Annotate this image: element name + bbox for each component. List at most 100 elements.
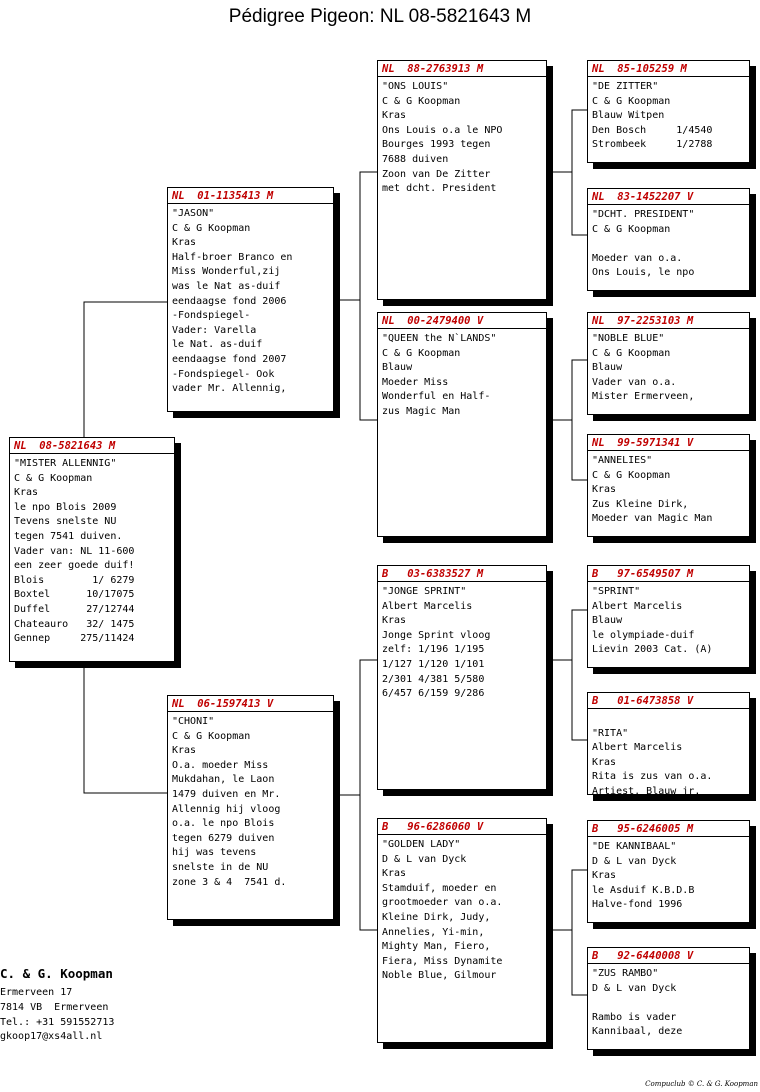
pigeon-info-line: Blois 1/ 6279 [14, 574, 135, 586]
pigeon-info-line: zelf: 1/196 1/195 [382, 644, 485, 656]
pigeon-info-line: "NOBLE BLUE" [592, 333, 665, 344]
connector-ss [547, 109, 587, 236]
pigeon-info-line [592, 996, 745, 1011]
pigeon-card-dd: B 96-6286060 V"GOLDEN LADY"D & L van Dyc… [377, 818, 547, 1043]
pigeon-card-main: NL 08-5821643 M"MISTER ALLENNIG"C & G Ko… [9, 437, 175, 662]
connector-main [83, 301, 167, 794]
pigeon-info-line: Stamduif, moeder en [382, 882, 497, 894]
ring-number: NL 99-5971341 V [588, 437, 749, 451]
pigeon-info-line: Boxtel 10/17075 [14, 589, 135, 601]
pigeon-info-line: C & G Koopman [172, 222, 251, 234]
ring-number: B 92-6440008 V [588, 950, 749, 964]
pigeon-info-line: Kannibaal, deze [592, 1026, 683, 1038]
breeder-email[interactable]: gkoop17@xs4all.nl [0, 1031, 103, 1043]
pigeon-info-line: "JASON" [172, 208, 215, 219]
pigeon-info-line: C & G Koopman [382, 95, 461, 107]
pigeon-info-line: "RITA" [592, 727, 629, 739]
pigeon-info-line: "MISTER ALLENNIG" [14, 458, 117, 469]
pigeon-info-line: -Fondspiegel- Ook [172, 368, 275, 380]
breeder-phone: Tel.: +31 591552713 [0, 1016, 115, 1028]
pigeon-info-line: Ons Louis o.a le NPO [382, 124, 503, 136]
pigeon-info-line: C & G Koopman [592, 469, 671, 481]
footer-credit: Compuclub © C. & G. Koopman [645, 1080, 758, 1088]
connector-dd [547, 869, 587, 996]
page-title: Pédigree Pigeon: NL 08-5821643 M [228, 6, 532, 27]
pigeon-info-line: snelste in de NU [172, 861, 269, 873]
ring-number: NL 97-2253103 M [588, 315, 749, 329]
pigeon-info-line: 7688 duiven [382, 153, 449, 165]
pigeon-info-line: Rita is zus van o.a. [592, 771, 713, 783]
pigeon-info-line: le olympiade-duif [592, 629, 695, 641]
pigeon-info-line: Vader: Varella [172, 324, 257, 336]
pigeon-info-line: C & G Koopman [592, 347, 671, 359]
pigeon-info-line: Kras [172, 237, 197, 249]
pigeon-info-line: 6/457 6/159 9/286 [382, 688, 485, 700]
pigeon-info-line: Allennig hij vloog [172, 803, 281, 815]
pigeon-info-line: Moeder van Magic Man [592, 513, 713, 525]
pigeon-info-line: grootmoeder van o.a. [382, 897, 503, 909]
pigeon-info-line: "JONGE SPRINT" [382, 586, 467, 597]
pigeon-info-line: Kras [592, 756, 617, 768]
ring-number: B 95-6246005 M [588, 823, 749, 837]
pigeon-info-line: Kras [382, 868, 407, 880]
pigeon-info-line: D & L van Dyck [592, 855, 677, 867]
pigeon-card-sd: NL 00-2479400 V"QUEEN the N`LANDS"C & G … [377, 312, 547, 537]
connector-ds [547, 609, 587, 741]
pigeon-info-line: D & L van Dyck [382, 853, 467, 865]
pigeon-info-line: Rambo is vader [592, 1011, 677, 1023]
pigeon-info-line: le Asduif K.B.D.B [592, 884, 695, 896]
pigeon-info-line: Tevens snelste NU [14, 516, 117, 528]
pigeon-info-line: "ZUS RAMBO" [592, 968, 659, 979]
pigeon-info-line: D & L van Dyck [592, 982, 677, 994]
pigeon-info-line: was le Nat as-duif [172, 280, 281, 292]
pigeon-info-line: Albert Marcelis [382, 600, 473, 612]
pigeon-info-line: Kras [172, 745, 197, 757]
pigeon-info-line: "DE KANNIBAAL" [592, 841, 677, 852]
pigeon-info-line: Mukdahan, le Laon [172, 774, 275, 786]
pigeon-info-line: C & G Koopman [172, 730, 251, 742]
ring-number: B 97-6549507 M [588, 568, 749, 582]
pigeon-info-line: Half-broer Branco en [172, 251, 293, 263]
pigeon-info-line: "ANNELIES" [592, 455, 653, 466]
pigeon-info-line: tegen 7541 duiven. [14, 530, 123, 542]
pigeon-info-line: vader Mr. Allennig, [172, 383, 287, 395]
pigeon-info-line: -Fondspiegel- [172, 310, 251, 322]
pigeon-info-line: Gennep 275/11424 [14, 633, 135, 645]
pigeon-info-line [592, 237, 745, 252]
pigeon-info-line [592, 712, 745, 727]
pigeon-card-ssd: NL 83-1452207 V"DCHT. PRESIDENT"C & G Ko… [587, 188, 750, 291]
pigeon-info-line: Wonderful en Half- [382, 391, 491, 403]
pigeon-info-line: eendaagse fond 2006 [172, 295, 287, 307]
pigeon-info-line: tegen 6279 duiven [172, 832, 275, 844]
pigeon-info-line: Moeder Miss [382, 376, 449, 388]
pigeon-info-line: "ONS LOUIS" [382, 81, 449, 92]
pigeon-info-line: Den Bosch 1/4540 [592, 124, 713, 136]
pigeon-info-line: met dcht. President [382, 183, 497, 195]
pigeon-info-line: Ons Louis, le npo [592, 267, 695, 279]
pigeon-info-line: Blauw [592, 362, 623, 374]
pigeon-info-line: Blauw [592, 615, 623, 627]
ring-number: NL 83-1452207 V [588, 191, 749, 205]
pigeon-info-line: eendaagse fond 2007 [172, 353, 287, 365]
pigeon-info-line: Artiest, Blauw jr. [592, 785, 701, 795]
breeder-contact: C. & G. Koopman Ermerveen 17 7814 VB Erm… [0, 966, 114, 1045]
pigeon-info-line: Kras [382, 110, 407, 122]
ring-number: NL 00-2479400 V [378, 315, 546, 329]
pigeon-info-line: C & G Koopman [592, 223, 671, 235]
pigeon-info-line: Lievin 2003 Cat. (A) [592, 644, 713, 656]
connector-sire [334, 171, 377, 421]
ring-number: NL 01-1135413 M [168, 190, 333, 204]
pigeon-info-line: Moeder van o.a. [592, 252, 683, 264]
pigeon-info-line: Bourges 1993 tegen [382, 139, 491, 151]
pigeon-info-line: "DE ZITTER" [592, 81, 659, 92]
pigeon-info-line: 1/127 1/120 1/101 [382, 658, 485, 670]
pigeon-info-line: Strombeek 1/2788 [592, 139, 713, 151]
pigeon-card-sds: NL 97-2253103 M "NOBLE BLUE" C & G Koopman… [587, 312, 750, 415]
ring-number: B 01-6473858 V [588, 695, 749, 709]
pigeon-info-line: "QUEEN the N`LANDS" [382, 333, 497, 344]
pigeon-info-line: Blauw Witpen [592, 110, 665, 122]
